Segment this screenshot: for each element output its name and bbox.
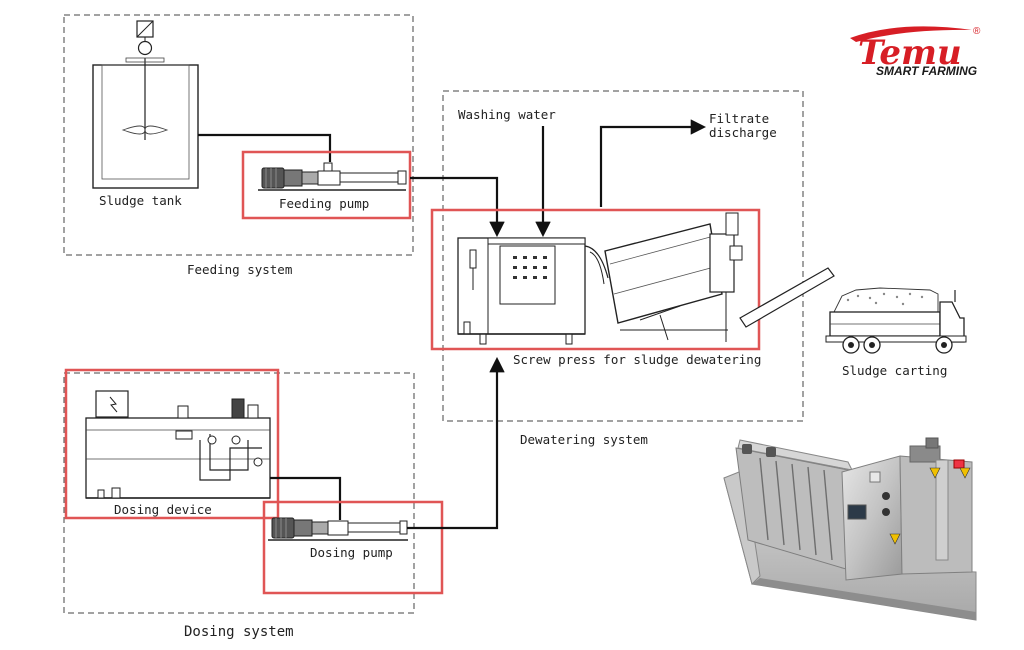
dosing-device (85, 390, 271, 499)
brand-registered-mark: ® (973, 26, 981, 37)
brand-name: Temu (858, 33, 962, 73)
feeding-system-boundary (63, 14, 414, 256)
filtrate-label-line2: discharge (709, 125, 777, 140)
dosing-pump-label: Dosing pump (310, 545, 393, 560)
washing-water-label: Washing water (458, 107, 556, 122)
screw-press (457, 212, 743, 345)
sludge-tank (92, 20, 199, 189)
dosing-system-boundary (63, 372, 415, 614)
pipe-tank-to-feeding-pump (198, 133, 332, 162)
dosing-device-highlight (64, 368, 280, 520)
feeding-system-label: Feeding system (187, 262, 292, 277)
brand-swoosh (850, 26, 972, 42)
screw-press-highlight (430, 208, 761, 351)
feeding-pump-label: Feeding pump (279, 196, 369, 211)
pipe-dosing-pump-to-press (407, 356, 505, 530)
feeding-pump-highlight (241, 150, 412, 220)
dosing-device-label: Dosing device (114, 502, 212, 517)
sludge-truck (825, 287, 967, 354)
sludge-discharge-conveyor (739, 267, 835, 328)
dosing-system-label: Dosing system (184, 624, 294, 640)
filtrate-label-line1: Filtrate (709, 111, 769, 126)
pipe-filtrate-discharge (599, 119, 707, 207)
brand-tagline: SMART FARMING (876, 64, 977, 78)
screw-press-label: Screw press for sludge dewatering (513, 352, 761, 367)
dosing-pump-highlight (262, 500, 444, 595)
dewatering-system-boundary (442, 90, 804, 422)
sludge-tank-label: Sludge tank (99, 193, 182, 208)
pipe-feeding-pump-to-press (410, 176, 505, 238)
dosing-pump (268, 517, 408, 541)
pipe-dosing-device-to-pump (270, 476, 342, 520)
sludge-carting-label: Sludge carting (842, 363, 947, 378)
screw-press-machine-photo (723, 437, 977, 621)
dewatering-system-label: Dewatering system (520, 432, 648, 447)
feeding-pump (258, 162, 407, 191)
brand-logo: Temu SMART FARMING ® (850, 26, 981, 78)
